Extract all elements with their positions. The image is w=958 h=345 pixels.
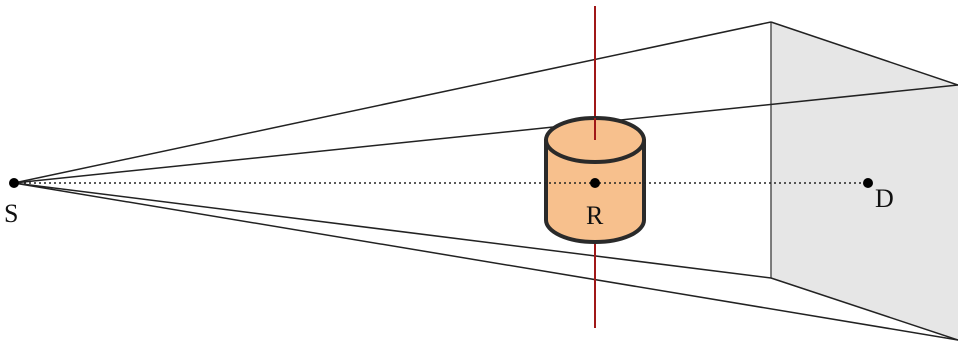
source-label: S <box>4 199 18 228</box>
detector-center-point <box>863 178 873 188</box>
detector-bottom-edge <box>770 277 958 341</box>
rotation-center-label: R <box>586 201 604 230</box>
cylinder-object <box>544 116 646 244</box>
rotation-center-point <box>590 178 600 188</box>
detector-center-label: D <box>875 184 894 213</box>
beam-ray-top-far <box>13 84 958 184</box>
source-point <box>9 178 19 188</box>
beam-ray-top-near <box>13 21 772 184</box>
beam-rays <box>13 21 958 341</box>
detector-top-edge <box>770 21 958 86</box>
beam-ray-bottom-far <box>13 182 958 341</box>
beam-ray-bottom-near <box>13 182 772 279</box>
cylinder-body <box>544 138 646 244</box>
